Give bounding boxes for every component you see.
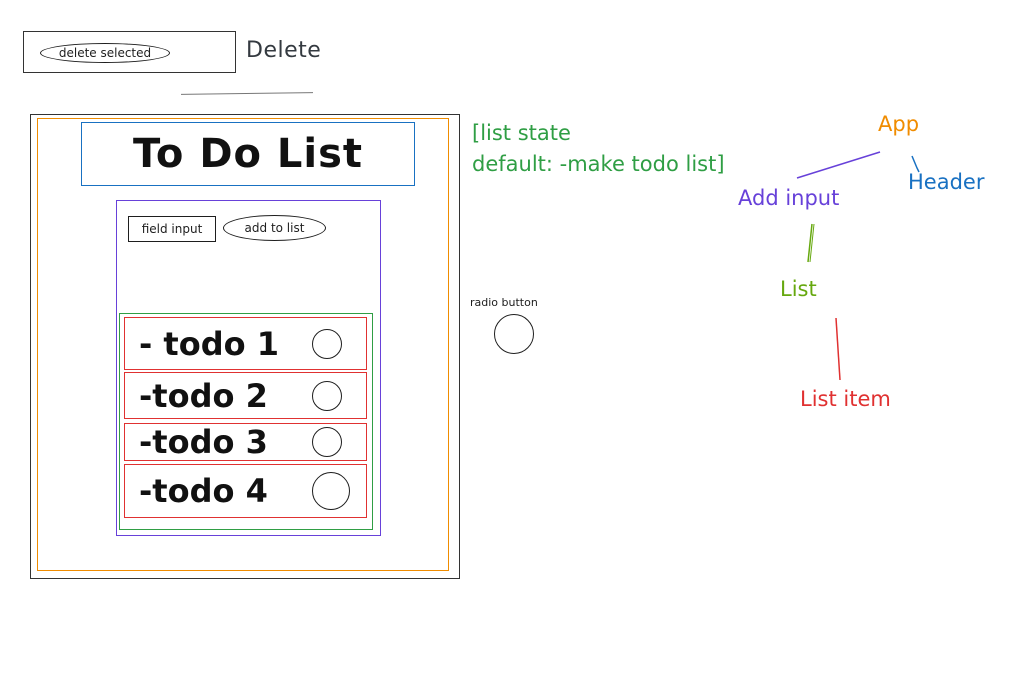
list-item-text: -todo 3	[139, 423, 268, 461]
list-state-annotation: [list state default: -make todo list]	[472, 118, 725, 180]
list-item: -todo 4	[124, 464, 367, 518]
delete-underline-stroke	[180, 92, 314, 95]
list-item: -todo 3	[124, 423, 367, 461]
list-item: - todo 1	[124, 317, 367, 370]
tree-node-list-item: List item	[800, 387, 891, 411]
tree-node-list: List	[780, 277, 817, 301]
delete-annotation: Delete	[246, 38, 322, 63]
list-item-radio-button[interactable]	[312, 328, 342, 359]
outer-frame	[30, 114, 460, 579]
state-line-1: [list state	[472, 121, 571, 145]
connector-add-input-list	[807, 223, 813, 263]
tree-node-add-input: Add input	[738, 186, 840, 210]
tree-node-app: App	[878, 112, 920, 136]
list-item: -todo 2	[124, 372, 367, 419]
connector-app-add-input	[796, 151, 881, 179]
header-component: To Do List	[81, 122, 415, 186]
add-to-list-button[interactable]: add to list	[223, 215, 326, 241]
radio-button-label: radio button	[470, 296, 538, 309]
list-item-radio-button[interactable]	[312, 472, 350, 510]
tree-node-header: Header	[908, 170, 985, 194]
delete-selected-button[interactable]: delete selected	[40, 43, 170, 63]
list-item-radio-button[interactable]	[312, 427, 342, 457]
connector-list-list-item	[835, 317, 841, 381]
todo-field-input[interactable]: field input	[128, 216, 216, 242]
page-title: To Do List	[132, 131, 364, 177]
state-line-2: default: -make todo list]	[472, 152, 725, 176]
list-component-frame	[119, 313, 373, 530]
radio-button-sample	[494, 314, 534, 354]
delete-selected-container	[23, 31, 236, 73]
list-item-text: - todo 1	[139, 324, 279, 363]
list-item-text: -todo 2	[139, 376, 268, 415]
app-component-frame	[37, 118, 449, 571]
connector-add-input-list-2	[809, 223, 815, 263]
list-item-radio-button[interactable]	[312, 380, 342, 411]
add-input-component-frame	[116, 200, 381, 536]
list-item-text: -todo 4	[139, 472, 268, 510]
